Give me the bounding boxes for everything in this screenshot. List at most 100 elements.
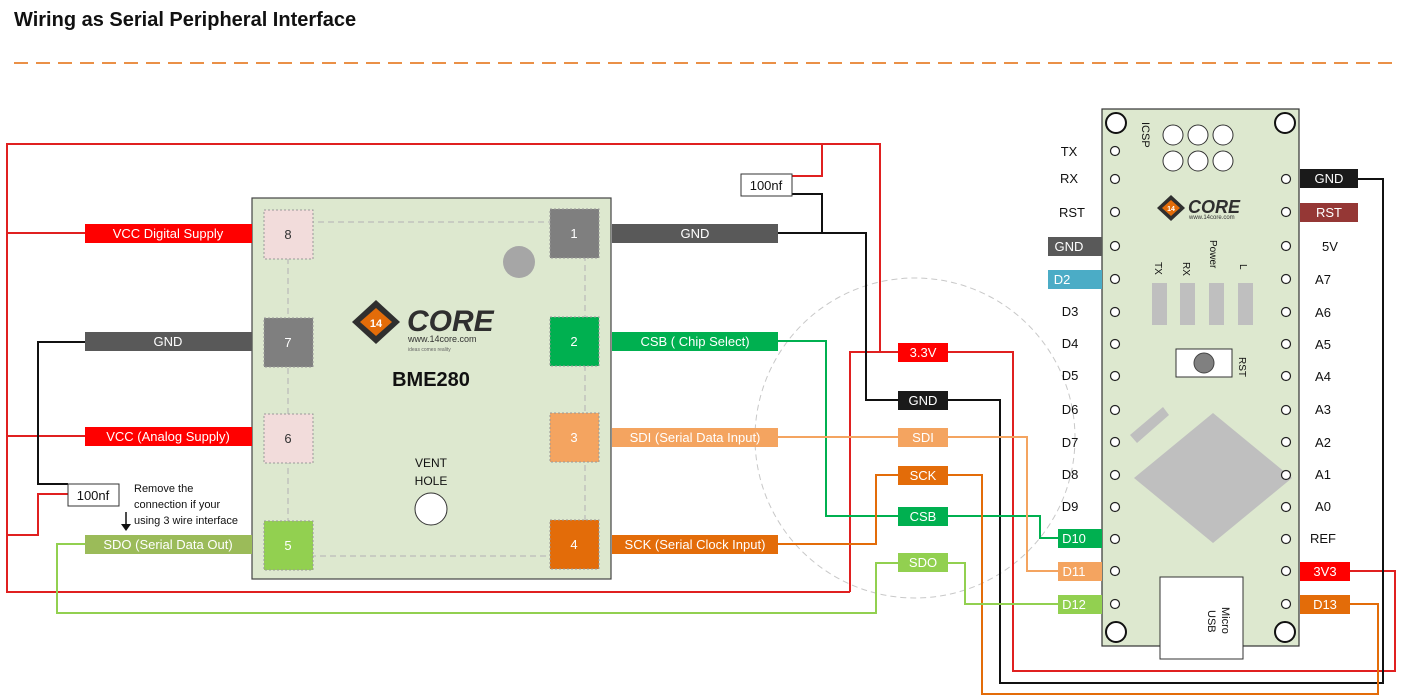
wire-33v-left (849, 351, 898, 592)
left-pin-hole-14 (1109, 565, 1121, 577)
wire-cap-left-red (7, 493, 68, 536)
mcu-notch (1130, 407, 1169, 443)
junction-gnd: GND (898, 391, 948, 410)
wire-cap-top-red (792, 144, 823, 177)
svg-text:RST: RST (1316, 205, 1342, 220)
page-title: Wiring as Serial Peripheral Interface (14, 9, 357, 31)
pin-label-a7: A7 (1315, 272, 1331, 287)
sensor-pin-5: 5 (263, 520, 314, 571)
vent-label-1: VENT (415, 456, 448, 470)
label-gnd-right: GND (612, 224, 778, 243)
pin-labels-left: TX RX RST GND D2 D3 D4 D5 D6 D7 D8 D9 D1… (1048, 144, 1102, 614)
svg-text:connection if your: connection if your (134, 499, 221, 511)
pin-labels-right: GND RST 5V A7 A6 A5 A4 A3 A2 A1 A0 REF 3… (1300, 169, 1358, 614)
sensor-pin-2: 2 (549, 316, 600, 367)
left-pin-hole-12 (1109, 501, 1121, 513)
mount-hole-br (1274, 621, 1296, 643)
pin-label-a3: A3 (1315, 402, 1331, 417)
svg-text:RX: RX (1180, 262, 1191, 276)
logo-text: CORE (407, 305, 495, 338)
svg-text:D11: D11 (1063, 564, 1086, 579)
sensor-pin-4: 4 (549, 519, 600, 570)
sensor-name: BME280 (392, 369, 470, 391)
wire-sdo-board (948, 562, 1058, 605)
svg-text:Micro: Micro (1219, 607, 1231, 634)
pin-label-a6: A6 (1315, 305, 1331, 320)
pin-label-a4: A4 (1315, 369, 1331, 384)
vent-label-2: HOLE (415, 474, 448, 488)
junction-sck: SCK (898, 466, 948, 485)
svg-text:SCK (Serial Clock Input): SCK (Serial Clock Input) (625, 537, 766, 552)
pin-label-d9: D9 (1062, 499, 1079, 514)
junction-sdi: SDI (898, 428, 948, 447)
pin-label-d6: D6 (1062, 402, 1079, 417)
wire-vcc-loop (6, 143, 881, 593)
wire-sdo (56, 543, 898, 614)
pin-label-rx: RX (1060, 171, 1078, 186)
mount-hole-bl (1105, 621, 1127, 643)
pin-label-5v: 5V (1322, 239, 1338, 254)
pin-label-gnd-right: GND (1300, 169, 1358, 188)
svg-text:VCC (Analog Supply): VCC (Analog Supply) (106, 429, 230, 444)
sensor-pin-8: 8 (263, 209, 314, 260)
right-pin-hole-7 (1280, 370, 1292, 382)
svg-text:8: 8 (284, 227, 291, 242)
svg-text:D10: D10 (1062, 531, 1086, 546)
svg-text:6: 6 (284, 431, 291, 446)
pin-label-d11: D11 (1058, 562, 1102, 581)
pin-label-d5: D5 (1062, 368, 1079, 383)
usb-connector: Micro USB (1159, 576, 1244, 660)
pin-label-tx: TX (1061, 144, 1078, 159)
svg-text:3: 3 (570, 430, 577, 445)
svg-text:using 3 wire interface: using 3 wire interface (134, 515, 238, 527)
sensor-dot (503, 246, 535, 278)
pin-label-3v3: 3V3 (1300, 562, 1350, 581)
svg-text:D13: D13 (1313, 597, 1337, 612)
junction-csb: CSB (898, 507, 948, 526)
svg-text:GND: GND (909, 393, 938, 408)
right-pin-hole-1 (1280, 173, 1292, 185)
svg-text:100nf: 100nf (77, 488, 110, 503)
right-pin-hole-9 (1280, 436, 1292, 448)
svg-text:GND: GND (1315, 171, 1344, 186)
mount-hole-tl (1105, 112, 1127, 134)
label-vcc-digital: VCC Digital Supply (85, 224, 252, 243)
svg-text:D2: D2 (1054, 272, 1071, 287)
left-pin-hole-8 (1109, 370, 1121, 382)
left-pin-hole-7 (1109, 338, 1121, 350)
capacitor-top: 100nf (740, 173, 793, 197)
left-pin-hole-6 (1109, 306, 1121, 318)
svg-text:www.14core.com: www.14core.com (1188, 215, 1235, 221)
wire-gnd-left (37, 341, 85, 485)
svg-text:CORE: CORE (1188, 197, 1241, 217)
svg-text:3.3V: 3.3V (910, 345, 937, 360)
right-pin-hole-2 (1280, 206, 1292, 218)
pin-label-d4: D4 (1062, 336, 1079, 351)
svg-text:CSB ( Chip Select): CSB ( Chip Select) (640, 334, 749, 349)
wire-cap-top-gnd (792, 193, 823, 233)
junction-3v3: 3.3V (898, 343, 948, 362)
svg-text:4: 4 (570, 537, 577, 552)
sensor-logo: 14 CORE www.14core.com ideas comes reali… (352, 300, 495, 353)
left-pin-hole-9 (1109, 404, 1121, 416)
wire-gnd-board (948, 178, 1384, 684)
right-pin-hole-11 (1280, 501, 1292, 513)
right-pin-hole-12 (1280, 533, 1292, 545)
svg-text:RST: RST (1236, 357, 1247, 377)
svg-text:7: 7 (284, 335, 291, 350)
left-pin-hole-13 (1109, 533, 1121, 545)
right-pin-hole-3 (1280, 240, 1292, 252)
svg-text:100nf: 100nf (750, 178, 783, 193)
vent-hole (414, 492, 448, 526)
pin-label-d2: D2 (1048, 270, 1102, 289)
svg-text:14: 14 (1167, 206, 1175, 213)
svg-text:SCK: SCK (910, 468, 937, 483)
right-pin-hole-5 (1280, 306, 1292, 318)
right-pin-hole-14 (1280, 598, 1292, 610)
sensor-pin-1: 1 (549, 208, 600, 259)
logo-url: www.14core.com (407, 334, 477, 344)
svg-text:D12: D12 (1062, 597, 1086, 612)
svg-text:GND: GND (154, 334, 183, 349)
sensor-pin-6: 6 (263, 413, 314, 464)
